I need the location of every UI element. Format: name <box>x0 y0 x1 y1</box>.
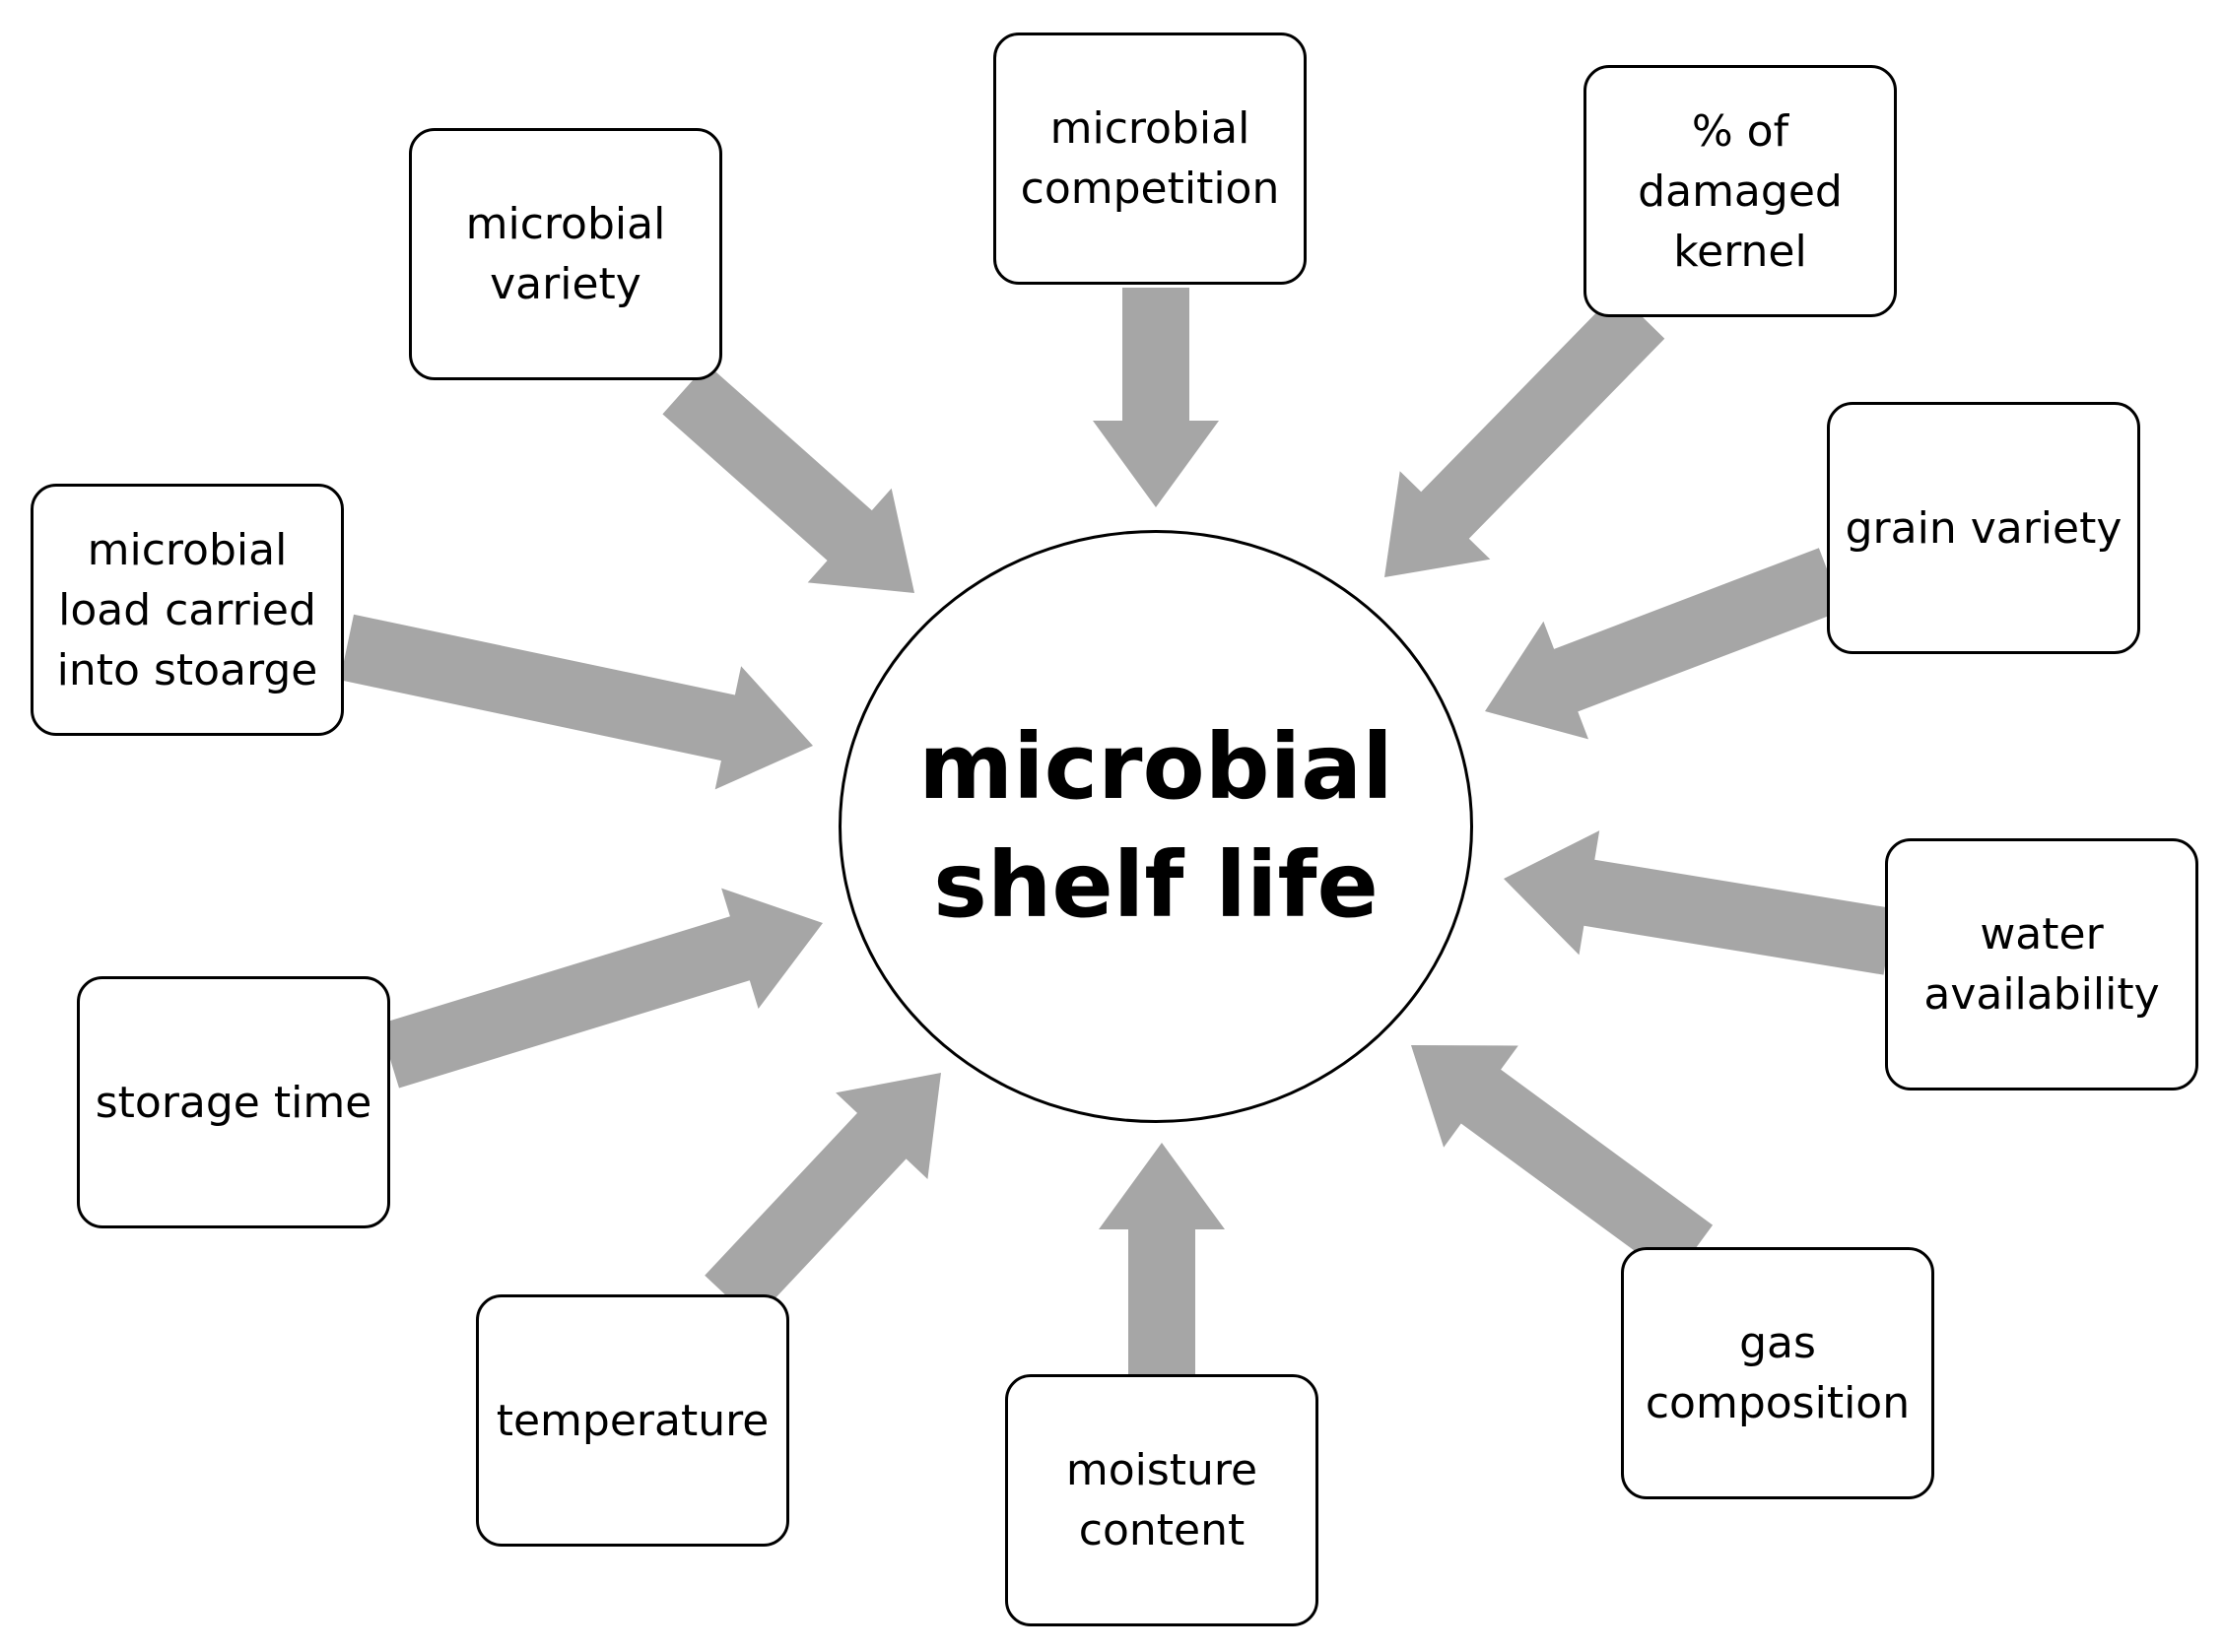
factor-label-microbial-load: microbial load carried into stoarge <box>56 524 318 695</box>
factor-box-microbial-competition: microbial competition <box>993 33 1307 285</box>
arrow-microbial-variety <box>662 363 914 593</box>
factor-box-microbial-load: microbial load carried into stoarge <box>31 484 344 736</box>
arrow-water-availability <box>1504 830 1895 975</box>
factor-box-water-availability: water availability <box>1885 838 2198 1090</box>
factor-box-temperature: temperature <box>476 1294 789 1547</box>
factor-box-microbial-variety: microbial variety <box>409 128 722 380</box>
arrow-damaged-kernel <box>1384 292 1665 577</box>
arrow-gas-composition <box>1411 1045 1714 1280</box>
factor-box-damaged-kernel: % of damaged kernel <box>1583 65 1897 317</box>
factor-box-gas-composition: gas composition <box>1621 1247 1934 1499</box>
arrow-microbial-load <box>340 614 813 790</box>
factor-label-microbial-competition: microbial competition <box>1020 103 1280 214</box>
arrow-storage-time <box>379 888 823 1089</box>
factor-label-gas-composition: gas composition <box>1645 1318 1911 1428</box>
factor-label-moisture-content: moisture content <box>1065 1445 1258 1555</box>
factor-label-water-availability: water availability <box>1923 909 2160 1020</box>
arrow-grain-variety <box>1485 548 1844 740</box>
center-circle: microbial shelf life <box>839 530 1473 1123</box>
arrow-microbial-competition <box>1093 288 1219 507</box>
factor-box-grain-variety: grain variety <box>1827 402 2140 654</box>
factor-box-storage-time: storage time <box>77 976 390 1228</box>
factor-box-moisture-content: moisture content <box>1005 1374 1318 1626</box>
factor-label-grain-variety: grain variety <box>1845 502 2122 554</box>
factor-label-damaged-kernel: % of damaged kernel <box>1638 105 1843 277</box>
factor-label-microbial-variety: microbial variety <box>465 199 666 309</box>
center-label: microbial shelf life <box>918 714 1393 938</box>
arrow-temperature <box>705 1073 941 1322</box>
factor-label-storage-time: storage time <box>95 1077 372 1128</box>
factor-label-temperature: temperature <box>496 1395 770 1446</box>
arrow-moisture-content <box>1099 1143 1225 1377</box>
